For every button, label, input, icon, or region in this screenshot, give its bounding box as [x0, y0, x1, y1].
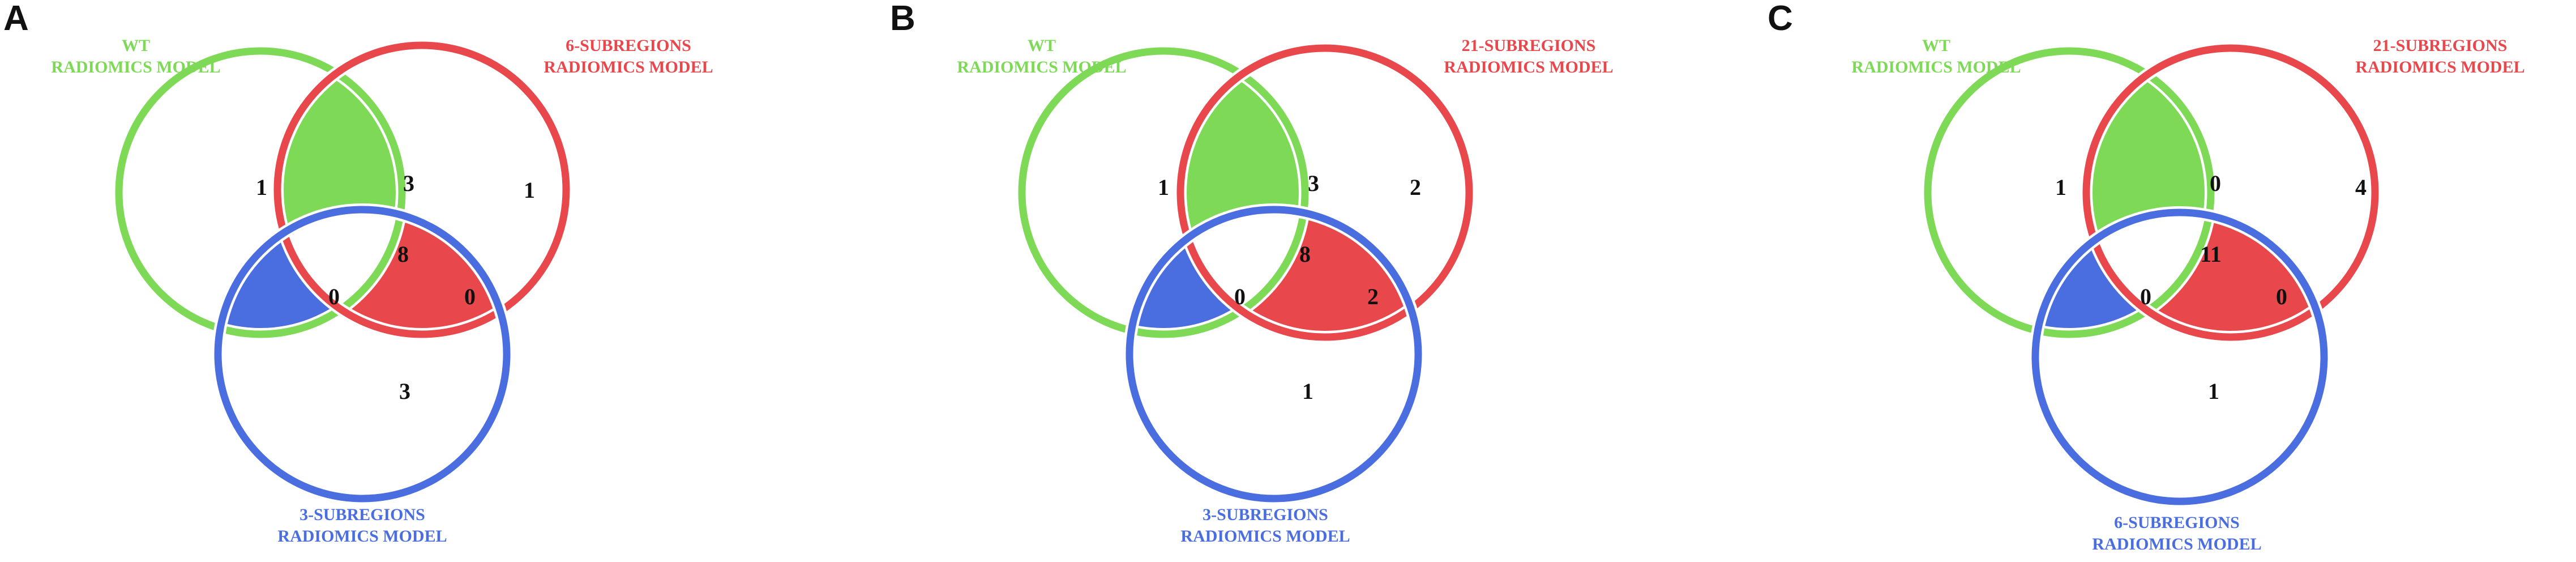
count-tr-b: 0 [2276, 284, 2287, 309]
count-tl-only: 1 [2055, 174, 2066, 200]
count-tl-b: 0 [328, 284, 340, 309]
count-tl-only: 1 [1158, 174, 1169, 200]
count-tl-tr: 3 [1308, 171, 1319, 196]
count-all: 8 [1299, 241, 1311, 267]
circle-top-left [115, 47, 406, 338]
circle-top-left [1924, 47, 2215, 338]
circle-bottom [214, 206, 511, 503]
count-tl-tr: 0 [2210, 171, 2221, 196]
circle-bottom [1126, 206, 1422, 503]
circle-bottom [2031, 208, 2328, 505]
count-b-only: 1 [1302, 378, 1313, 404]
count-tr-b: 0 [464, 284, 476, 309]
count-tl-only: 1 [256, 174, 267, 200]
circle-top-left [1018, 47, 1309, 338]
count-all: 11 [2200, 241, 2222, 267]
count-tl-b: 0 [2140, 284, 2151, 309]
count-tl-b: 0 [1234, 284, 1246, 309]
panel-letter-c: C [1768, 0, 1793, 38]
count-b-only: 1 [2208, 378, 2219, 404]
count-tr-b: 2 [1367, 284, 1379, 309]
circle-top-right [1176, 44, 1473, 341]
region-wt-and-bottom [2035, 212, 2211, 334]
region-wt-and-bottom [1129, 210, 1305, 334]
circle-top-right [2082, 44, 2379, 341]
region-wt-and-bottom [218, 210, 402, 334]
count-tr-only: 1 [524, 177, 535, 203]
count-tr-only: 4 [2355, 174, 2367, 200]
panel-letter-a: A [3, 0, 29, 38]
panel-letter-b: B [890, 0, 915, 38]
circle-top-right [273, 41, 570, 338]
count-b-only: 3 [399, 378, 410, 404]
count-tl-tr: 3 [403, 171, 414, 196]
count-tr-only: 2 [1410, 174, 1421, 200]
count-all: 8 [397, 241, 409, 267]
